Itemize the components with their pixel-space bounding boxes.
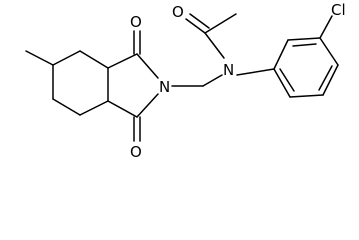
atom-label-nitrogen: N <box>159 78 170 96</box>
acetyl-carbonyl-bond <box>189 13 210 29</box>
imide-ring: O O N <box>107 13 170 161</box>
methyl-bond <box>25 50 54 66</box>
ring-bond <box>136 93 159 118</box>
aryl-bond <box>322 64 339 96</box>
atom-label-nitrogen: N <box>223 61 234 79</box>
ring-bond <box>52 50 81 66</box>
aryl-double-bond <box>292 43 317 47</box>
aryl-bond <box>319 37 339 66</box>
atom-label-oxygen: O <box>172 3 184 21</box>
atom-label-oxygen: O <box>130 13 142 31</box>
ring-bond <box>107 100 138 118</box>
chlorophenyl-ring: Cl <box>236 1 346 98</box>
ch2-n-bond <box>202 74 223 87</box>
aryl-bond <box>273 39 289 70</box>
aryl-double-bond <box>279 68 295 92</box>
methylene-linker: N <box>171 61 234 87</box>
aryl-bond <box>289 94 324 98</box>
acetyl-methyl-bond <box>204 13 237 34</box>
n-aryl-bond <box>236 68 275 76</box>
acetyl-group: O <box>172 3 237 59</box>
chemical-structure-drawing: O O N N O Cl <box>25 1 346 161</box>
aryl-bond <box>287 37 321 41</box>
ring-bond <box>107 53 138 69</box>
ring-bond <box>52 98 81 116</box>
aryl-bond <box>273 68 291 98</box>
n-carbonyl-bond <box>204 32 225 59</box>
ring-bond <box>136 53 159 79</box>
ring-bond <box>79 100 109 116</box>
aryl-double-bond <box>318 65 333 91</box>
molecule-canvas: O O N N O Cl <box>25 1 346 161</box>
atom-label-chlorine: Cl <box>331 1 346 19</box>
acetyl-carbonyl-bond <box>185 18 206 34</box>
ring-bond <box>79 50 109 69</box>
cyclohexane-ring <box>25 50 109 116</box>
c-cl-bond <box>319 15 333 39</box>
atom-label-oxygen: O <box>130 143 142 161</box>
